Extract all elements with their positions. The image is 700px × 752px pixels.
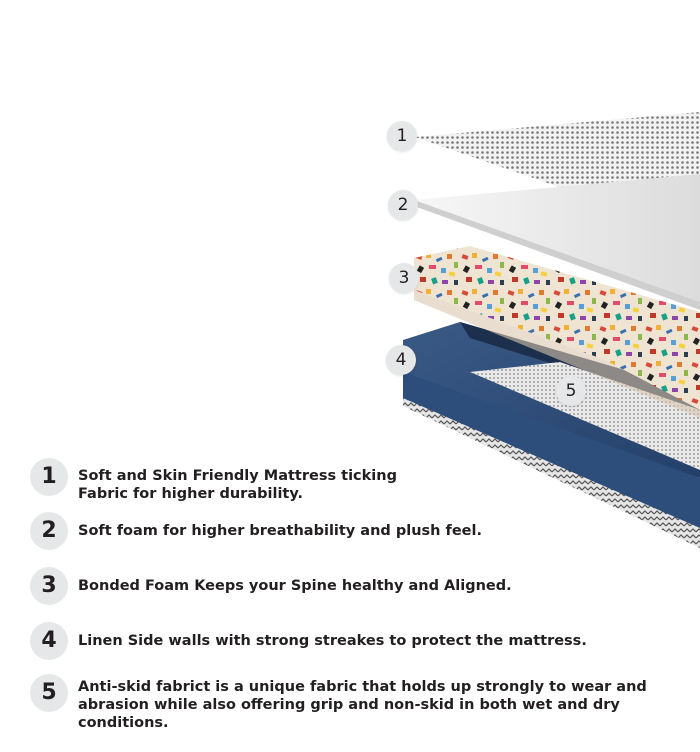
layer-number-1-badge: 1: [387, 121, 417, 151]
legend-text-3: Bonded Foam Keeps your Spine healthy and…: [78, 578, 512, 594]
legend-number-2-badge: 2: [30, 512, 68, 550]
layer-number-3-badge: 3: [389, 263, 419, 293]
legend-text-4: Linen Side walls with strong streakes to…: [78, 633, 587, 649]
legend-text-1: Soft and Skin Friendly Mattress ticking …: [78, 468, 397, 502]
layer-number-2-badge: 2: [388, 190, 418, 220]
legend-number-1-badge: 1: [30, 458, 68, 496]
legend-number-4-badge: 4: [30, 622, 68, 660]
legend-number-5-badge: 5: [30, 674, 68, 712]
legend-text-5: Anti-skid fabrict is a unique fabric tha…: [78, 679, 647, 731]
layer-number-4-badge: 4: [386, 345, 416, 375]
layer-number-5-badge: 5: [556, 376, 586, 406]
anti-skid-base: [470, 362, 700, 470]
legend-number-3-badge: 3: [30, 567, 68, 605]
bonded-foam-layer: [414, 246, 700, 410]
legend-text-2: Soft foam for higher breathability and p…: [78, 523, 482, 539]
soft-foam-layer: [414, 174, 700, 302]
